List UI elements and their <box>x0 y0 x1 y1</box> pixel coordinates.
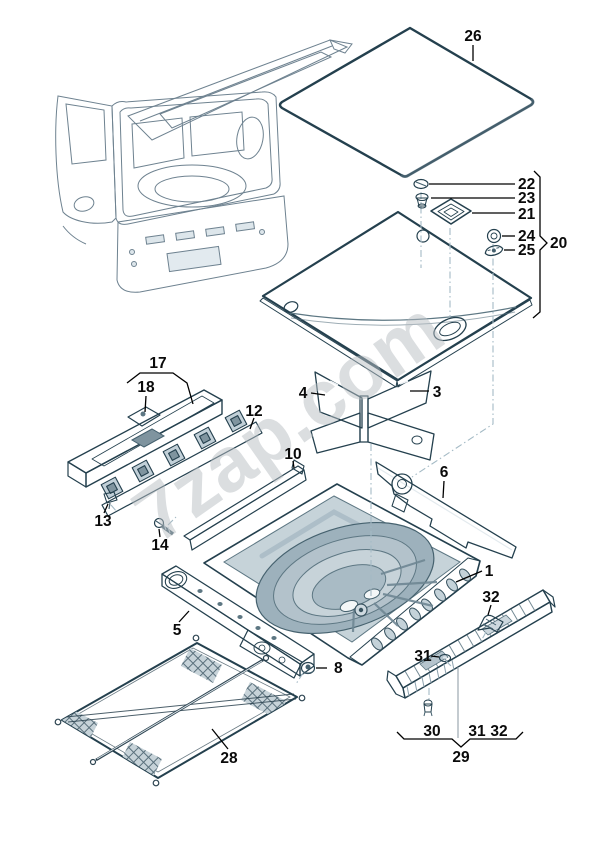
leader-32a <box>487 604 492 616</box>
part-6-rail <box>375 461 517 559</box>
leader-10 <box>292 460 295 469</box>
part-28-luggage-net <box>54 634 306 787</box>
part-23-grommet <box>415 192 429 209</box>
callout-13: 13 <box>94 513 112 530</box>
callout-29: 29 <box>452 749 470 766</box>
callout-8: 8 <box>334 660 343 677</box>
part-30-clip <box>423 699 433 717</box>
assembly-guide-lines <box>110 192 494 738</box>
leader-12 <box>249 417 255 430</box>
bracket-17 <box>126 372 194 405</box>
part-26-load-floor-cover <box>278 26 535 178</box>
callout-14: 14 <box>151 537 169 554</box>
leader-4 <box>310 392 326 396</box>
part-31-grommet <box>438 653 452 663</box>
part-8-nut <box>300 661 316 675</box>
bracket-20 <box>532 170 548 319</box>
callout-24: 24 <box>518 228 536 245</box>
callout-30: 30 <box>423 723 440 740</box>
callout-28: 28 <box>220 750 238 767</box>
callout-32-upper: 32 <box>482 589 499 606</box>
leader-18 <box>144 395 147 413</box>
callout-22: 22 <box>518 176 535 193</box>
callout-5: 5 <box>173 622 182 639</box>
part-3-cross-divider <box>310 370 435 461</box>
part-24-grommet <box>486 228 502 244</box>
part-32-clip <box>477 614 504 633</box>
callout-1: 1 <box>485 563 494 580</box>
part-18-pad <box>127 406 161 427</box>
leader-31a <box>430 655 440 658</box>
part-14-screw <box>153 517 174 536</box>
leader-14 <box>158 528 161 538</box>
part-10-rail <box>183 459 307 551</box>
part-21-handle-cover <box>430 198 472 225</box>
leader-lines <box>103 45 548 750</box>
callout-18: 18 <box>137 379 155 396</box>
callout-10: 10 <box>284 446 301 463</box>
leader-28 <box>211 728 229 750</box>
leader-1 <box>455 570 483 583</box>
part-20-floor-board <box>259 210 533 388</box>
callout-31-upper: 31 <box>414 648 432 665</box>
callout-17: 17 <box>149 355 166 372</box>
callout-23: 23 <box>518 190 536 207</box>
callout-labels: 26 22 23 21 24 25 20 17 18 12 4 3 10 6 1… <box>94 28 567 767</box>
car-illustration <box>55 39 353 293</box>
callout-12: 12 <box>245 403 262 420</box>
leader-13 <box>103 503 109 514</box>
leader-5 <box>178 610 190 623</box>
callout-6: 6 <box>440 464 449 481</box>
callout-20: 20 <box>550 235 567 252</box>
callout-25: 25 <box>518 242 536 259</box>
bracket-29 <box>396 731 524 748</box>
callout-32-lower: 32 <box>490 723 507 740</box>
callout-31-lower: 31 <box>468 723 486 740</box>
part-5-rail <box>161 565 315 679</box>
callout-26: 26 <box>464 28 482 45</box>
leader-6 <box>442 480 445 499</box>
part-1-floor-pan <box>203 483 481 666</box>
callout-21: 21 <box>518 206 536 223</box>
callout-3: 3 <box>433 384 442 401</box>
part-13-clip <box>103 491 118 510</box>
part-22-cap <box>413 178 429 190</box>
callout-4: 4 <box>299 385 308 402</box>
